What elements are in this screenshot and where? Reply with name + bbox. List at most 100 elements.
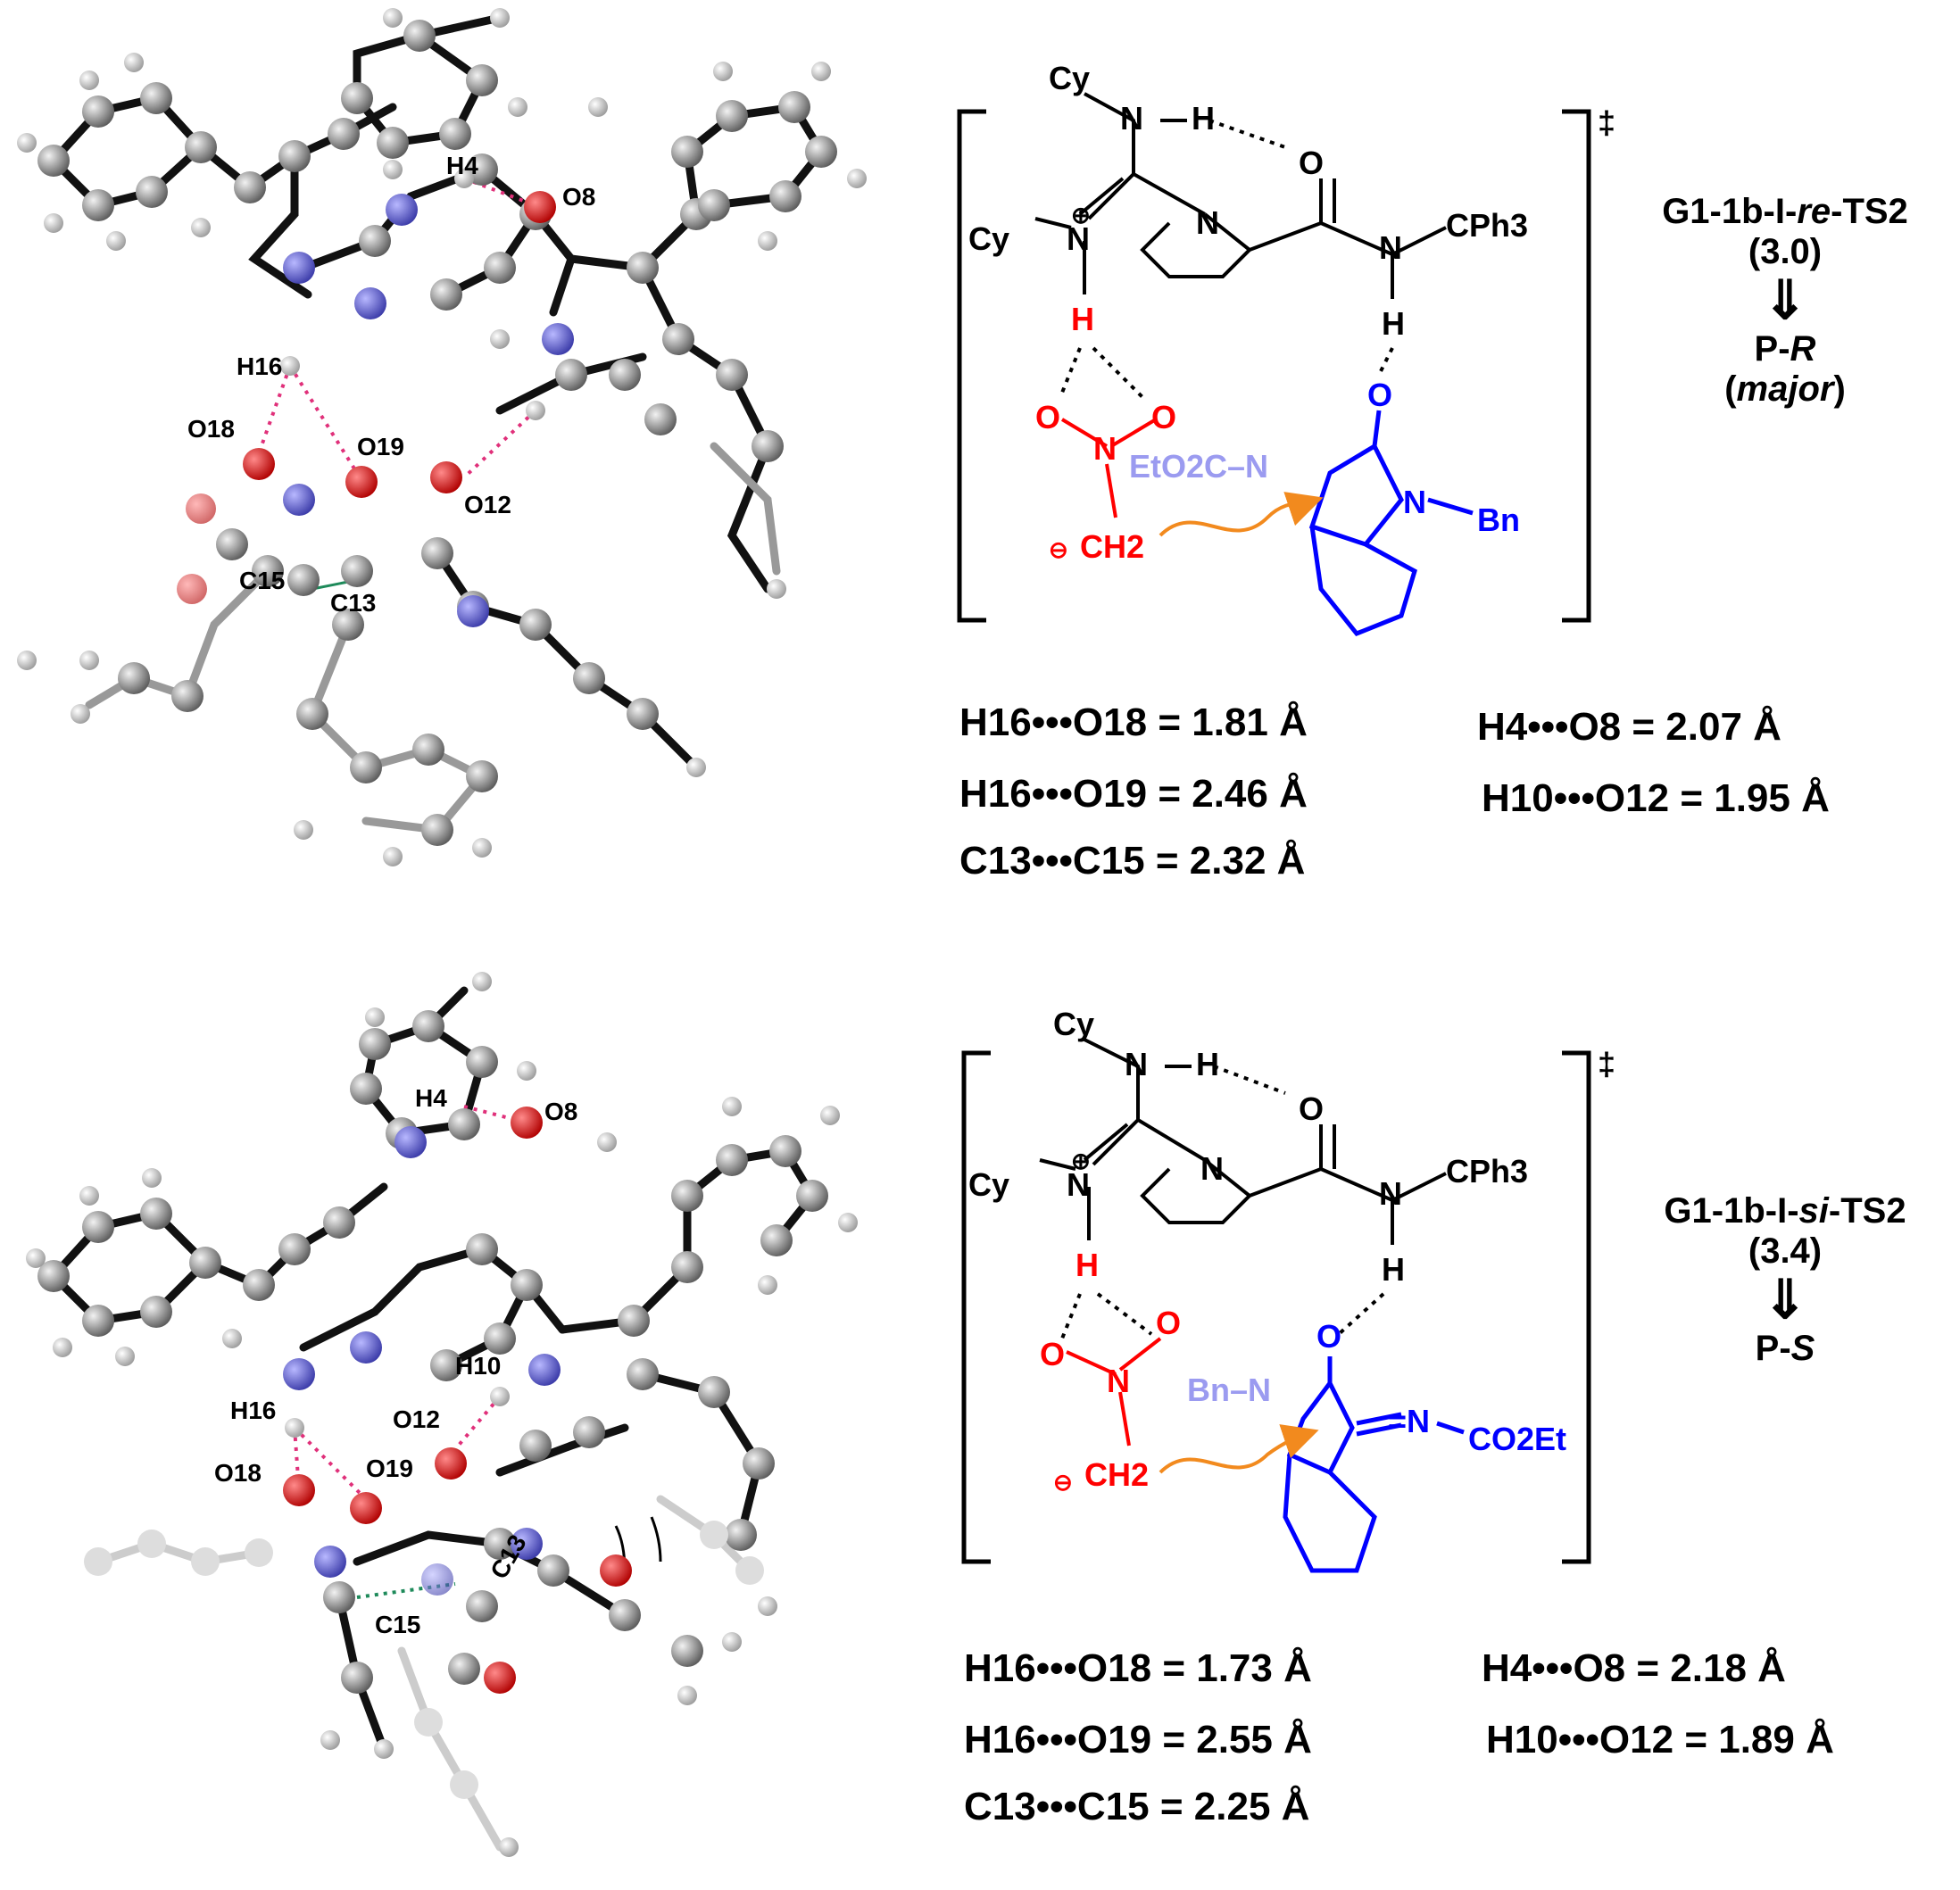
oxindole-o: O [1367,377,1392,413]
label-h4: H4 [446,152,478,179]
right-bracket [1562,109,1591,623]
ch2: CH2 [1084,1456,1149,1493]
eto2c-n: EtO2C–N [1129,448,1268,485]
cy-left: Cy [968,220,1009,257]
h-acid: H [1076,1247,1099,1283]
h-top: H [1196,1046,1219,1082]
molecule-3d-si: H4 O8 H16 O18 O19 O12 H10 C15 C13 [26,972,858,1857]
nitrogen-atoms [283,1126,561,1596]
panel-si: H4 O8 H16 O18 O19 O12 H10 C15 C13 ‡ [26,972,1615,1857]
bn: Bn [1477,502,1520,538]
label-c15: C15 [375,1611,420,1638]
oxygen-atoms [177,191,556,604]
n-amide: N [1379,229,1402,266]
charge-minus: ⊖ [1053,1469,1073,1496]
distance-re-5: H10•••O12 = 1.95 Å [1482,776,1830,820]
distance-re-3: C13•••C15 = 2.32 Å [959,839,1306,883]
n-top: N [1120,100,1143,137]
ts-label-si: G1-1b-I-si-TS2 (3.4) ⇓ P-S [1598,1191,1960,1369]
distance-si-4: H4•••O8 = 2.18 Å [1482,1646,1786,1690]
left-bracket [961,1050,991,1564]
label-o18: O18 [187,415,235,443]
oxindole-o: O [1316,1318,1341,1355]
cph3: CPh3 [1446,207,1528,244]
distance-si-3: C13•••C15 = 2.25 Å [964,1785,1310,1828]
bn: Bn–N [1187,1372,1271,1408]
distance-si-2: H16•••O19 = 2.55 Å [964,1718,1312,1762]
nitro-o2: O [1156,1305,1181,1341]
distance-re-1: H16•••O18 = 1.81 Å [959,700,1308,744]
nitro-n: N [1093,430,1117,467]
nitro-o1: O [1040,1336,1065,1372]
scheme-si: ‡ Cy N H O [961,1006,1615,1573]
hbond-lines [293,1105,527,1501]
n-plus: N [1067,1166,1090,1203]
charge-plus: ⊕ [1071,1148,1091,1174]
charge-plus: ⊕ [1071,202,1091,228]
attack-arrow [1159,1424,1319,1474]
attack-arrow [1159,492,1324,537]
hydrogen-atoms [17,8,867,866]
distance-si-5: H10•••O12 = 1.89 Å [1486,1718,1834,1762]
ts-name-si: G1-1b-I-si-TS2 [1664,1191,1906,1231]
label-h16: H16 [237,352,282,380]
energy-si: (3.4) [1748,1231,1823,1271]
n-piperidine: N [1200,1150,1224,1187]
co2et: CO2Et [1468,1421,1566,1457]
label-o12: O12 [464,491,511,518]
down-arrow-icon: ⇓ [1762,270,1808,330]
distance-si-1: H16•••O18 = 1.73 Å [964,1646,1312,1690]
label-o19: O19 [366,1455,413,1482]
label-o12: O12 [393,1405,440,1433]
product-note-re: (major) [1724,369,1846,409]
imine-n: =N [1388,1403,1430,1439]
nitro-o2: O [1151,399,1176,435]
cy-top: Cy [1053,1006,1094,1042]
n-top: N [1125,1046,1148,1082]
n-piperidine: N [1196,204,1219,241]
distance-re-4: H4•••O8 = 2.07 Å [1477,705,1781,749]
hydrogen-atoms [26,972,858,1857]
product-re: P-R [1754,329,1816,369]
n-plus: N [1067,220,1090,257]
label-h4: H4 [415,1084,447,1112]
cy-left: Cy [968,1166,1009,1203]
dagger: ‡ [1598,1046,1615,1082]
left-bracket [957,109,986,623]
label-c13: C13 [330,589,376,617]
ch2: CH2 [1080,528,1144,565]
cph3: CPh3 [1446,1153,1528,1190]
n-amide: N [1379,1175,1402,1212]
label-o19: O19 [357,433,404,460]
label-o8: O8 [562,183,595,211]
nitro-o1: O [1035,399,1060,435]
right-bracket [1562,1050,1591,1564]
hbond-lines [257,177,541,479]
oxindole-n: N [1403,484,1426,520]
carbon-atoms [37,20,837,846]
label-o8: O8 [544,1098,577,1125]
label-c15: C15 [239,567,285,594]
nitro-n: N [1107,1363,1130,1399]
label-h10: H10 [455,1352,501,1380]
ts-label-re: G1-1b-I-re-TS2 (3.0) ⇓ P-R (major) [1598,192,1960,410]
molecule-3d-re: H4 O8 H16 O18 O19 O12 C15 C13 [17,8,867,866]
cy-top: Cy [1049,60,1090,96]
oxygen-atoms [283,1107,632,1694]
faded-atoms [84,1521,764,1799]
label-h16: H16 [230,1397,276,1424]
scheme-re: ‡ Cy N H [957,60,1615,637]
o-amide: O [1299,1090,1324,1127]
panel-re: H4 O8 H16 O18 O19 O12 C15 C13 ‡ [17,8,1615,866]
h-amide: H [1382,305,1405,342]
dagger: ‡ [1598,104,1615,141]
bond-layer [47,13,826,772]
down-arrow-icon: ⇓ [1762,1270,1808,1330]
distance-re-2: H16•••O19 = 2.46 Å [959,772,1308,816]
label-o18: O18 [214,1459,262,1487]
carbon-atoms [37,1010,828,1694]
h-acid: H [1071,301,1094,337]
h-amide: H [1382,1251,1405,1288]
ts-name-re: G1-1b-I-re-TS2 [1662,192,1908,231]
